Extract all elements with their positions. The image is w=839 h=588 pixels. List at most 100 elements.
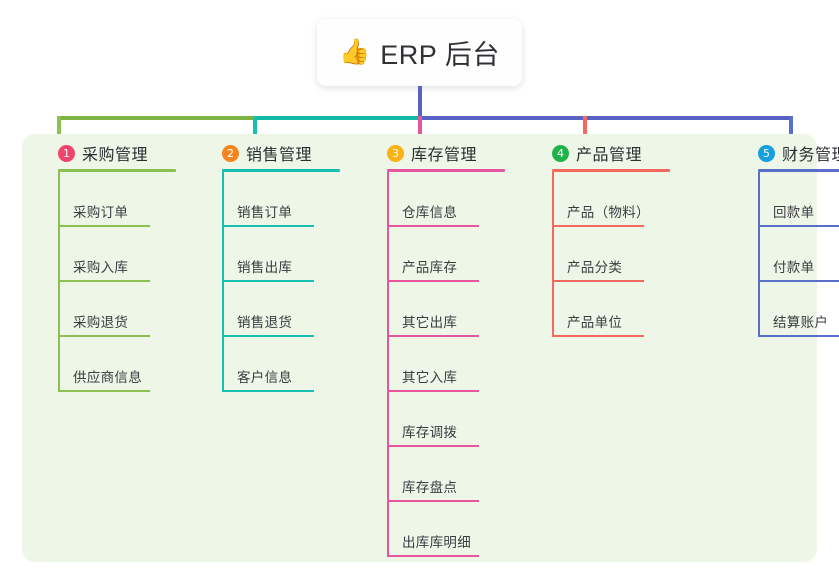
branch-header[interactable]: 5 财务管理 bbox=[740, 134, 839, 172]
branch-item[interactable]: 产品单位 bbox=[534, 282, 686, 337]
branch-item[interactable]: 其它入库 bbox=[369, 337, 521, 392]
branch-item[interactable]: 回款单 bbox=[740, 172, 839, 227]
branch-item-label: 产品（物料） bbox=[567, 205, 650, 220]
branch-title-underline bbox=[552, 169, 670, 172]
branch-item-label: 销售退货 bbox=[237, 315, 293, 330]
branch-index-badge: 1 bbox=[58, 144, 75, 162]
branch-item-label: 仓库信息 bbox=[402, 205, 458, 220]
branch-item-underline bbox=[387, 555, 479, 557]
branch-item[interactable]: 产品（物料） bbox=[534, 172, 686, 227]
branch-item[interactable]: 销售出库 bbox=[204, 227, 356, 282]
branch-title: 库存管理 bbox=[411, 147, 478, 164]
branch-spine-line bbox=[222, 172, 224, 392]
branch-spine-line bbox=[58, 172, 60, 392]
branch-item-underline bbox=[222, 335, 314, 337]
branch-spine-line bbox=[552, 172, 554, 337]
branch-item-underline bbox=[552, 280, 644, 282]
branch-item-label: 回款单 bbox=[773, 205, 815, 220]
branch-item-label: 产品单位 bbox=[567, 315, 623, 330]
branch-item-label: 库存调拨 bbox=[402, 425, 458, 440]
branch-item-underline bbox=[552, 335, 644, 337]
branch-item-label: 客户信息 bbox=[237, 370, 293, 385]
branch-item[interactable]: 产品分类 bbox=[534, 227, 686, 282]
branch-item-list: 采购订单采购入库采购退货供应商信息 bbox=[40, 172, 192, 392]
branch-item-label: 采购订单 bbox=[73, 205, 129, 220]
branch-index-badge: 5 bbox=[758, 144, 775, 162]
branch-item-underline bbox=[552, 225, 644, 227]
branch-item-label: 其它出库 bbox=[402, 315, 458, 330]
branch-item-underline bbox=[758, 280, 839, 282]
branch-item[interactable]: 产品库存 bbox=[369, 227, 521, 282]
branch-item-underline bbox=[387, 390, 479, 392]
branch-item-underline bbox=[58, 390, 150, 392]
branch-item-underline bbox=[222, 280, 314, 282]
thumbs-up-icon: 👍 bbox=[339, 38, 371, 66]
branch-title-underline bbox=[58, 169, 176, 172]
branch-item[interactable]: 付款单 bbox=[740, 227, 839, 282]
branch-column: 3 库存管理仓库信息产品库存其它出库其它入库库存调拨库存盘点出库库明细 bbox=[369, 134, 521, 557]
branch-item-label: 付款单 bbox=[773, 260, 815, 275]
branch-item-underline bbox=[387, 335, 479, 337]
branch-item-underline bbox=[58, 335, 150, 337]
branch-item-underline bbox=[387, 445, 479, 447]
branch-title: 财务管理 bbox=[782, 147, 839, 164]
branch-item-label: 销售出库 bbox=[237, 260, 293, 275]
branch-item-underline bbox=[58, 280, 150, 282]
branch-item-list: 销售订单销售出库销售退货客户信息 bbox=[204, 172, 356, 392]
branch-item[interactable]: 其它出库 bbox=[369, 282, 521, 337]
branch-column: 4 产品管理产品（物料） 产品分类产品单位 bbox=[534, 134, 686, 337]
branch-title: 产品管理 bbox=[576, 147, 643, 164]
branch-item[interactable]: 采购订单 bbox=[40, 172, 192, 227]
branch-item-list: 仓库信息产品库存其它出库其它入库库存调拨库存盘点出库库明细 bbox=[369, 172, 521, 557]
branch-title-underline bbox=[758, 169, 839, 172]
branch-item-label: 结算账户 bbox=[773, 315, 829, 330]
root-node[interactable]: 👍 ERP 后台 bbox=[317, 19, 522, 86]
branch-item-underline bbox=[758, 335, 839, 337]
branch-title-underline bbox=[222, 169, 340, 172]
branch-item-label: 产品分类 bbox=[567, 260, 623, 275]
branch-column: 2 销售管理销售订单销售出库销售退货客户信息 bbox=[204, 134, 356, 392]
branch-item[interactable]: 客户信息 bbox=[204, 337, 356, 392]
branch-title: 销售管理 bbox=[246, 147, 313, 164]
branch-item[interactable]: 销售退货 bbox=[204, 282, 356, 337]
branch-item[interactable]: 库存盘点 bbox=[369, 447, 521, 502]
branch-header[interactable]: 1 采购管理 bbox=[40, 134, 192, 172]
branch-item-label: 出库库明细 bbox=[402, 535, 471, 550]
branch-header[interactable]: 3 库存管理 bbox=[369, 134, 521, 172]
branch-item[interactable]: 结算账户 bbox=[740, 282, 839, 337]
branch-item[interactable]: 采购入库 bbox=[40, 227, 192, 282]
branch-title-underline bbox=[387, 169, 505, 172]
branch-header[interactable]: 2 销售管理 bbox=[204, 134, 356, 172]
branch-item[interactable]: 出库库明细 bbox=[369, 502, 521, 557]
branch-header[interactable]: 4 产品管理 bbox=[534, 134, 686, 172]
branch-index-badge: 2 bbox=[222, 144, 239, 162]
branch-item-underline bbox=[758, 225, 839, 227]
branch-title: 采购管理 bbox=[82, 147, 149, 164]
branch-index-badge: 3 bbox=[387, 144, 404, 162]
branch-spine-line bbox=[387, 172, 389, 557]
branch-index-badge: 4 bbox=[552, 144, 569, 162]
branch-item[interactable]: 采购退货 bbox=[40, 282, 192, 337]
branches-panel: 1 采购管理采购订单采购入库采购退货供应商信息 2 销售管理销售订单销售出库销售退货客… bbox=[22, 134, 839, 562]
branch-item-underline bbox=[222, 390, 314, 392]
branch-item[interactable]: 库存调拨 bbox=[369, 392, 521, 447]
branch-item-label: 采购退货 bbox=[73, 315, 129, 330]
branch-column: 1 采购管理采购订单采购入库采购退货供应商信息 bbox=[40, 134, 192, 392]
branch-item-list: 回款单付款单结算账户 bbox=[740, 172, 839, 337]
branch-item-underline bbox=[222, 225, 314, 227]
branch-item-label: 销售订单 bbox=[237, 205, 293, 220]
branch-item-underline bbox=[58, 225, 150, 227]
branch-item-label: 供应商信息 bbox=[73, 370, 142, 385]
branch-item-label: 库存盘点 bbox=[402, 480, 458, 495]
branch-item-list: 产品（物料） 产品分类产品单位 bbox=[534, 172, 686, 337]
branch-item-underline bbox=[387, 280, 479, 282]
branch-column: 5 财务管理回款单付款单结算账户 bbox=[740, 134, 839, 337]
branch-item-underline bbox=[387, 225, 479, 227]
branch-spine-line bbox=[758, 172, 760, 337]
branch-item-underline bbox=[387, 500, 479, 502]
branch-item[interactable]: 仓库信息 bbox=[369, 172, 521, 227]
branch-item[interactable]: 供应商信息 bbox=[40, 337, 192, 392]
branch-item-label: 产品库存 bbox=[402, 260, 458, 275]
branch-item[interactable]: 销售订单 bbox=[204, 172, 356, 227]
